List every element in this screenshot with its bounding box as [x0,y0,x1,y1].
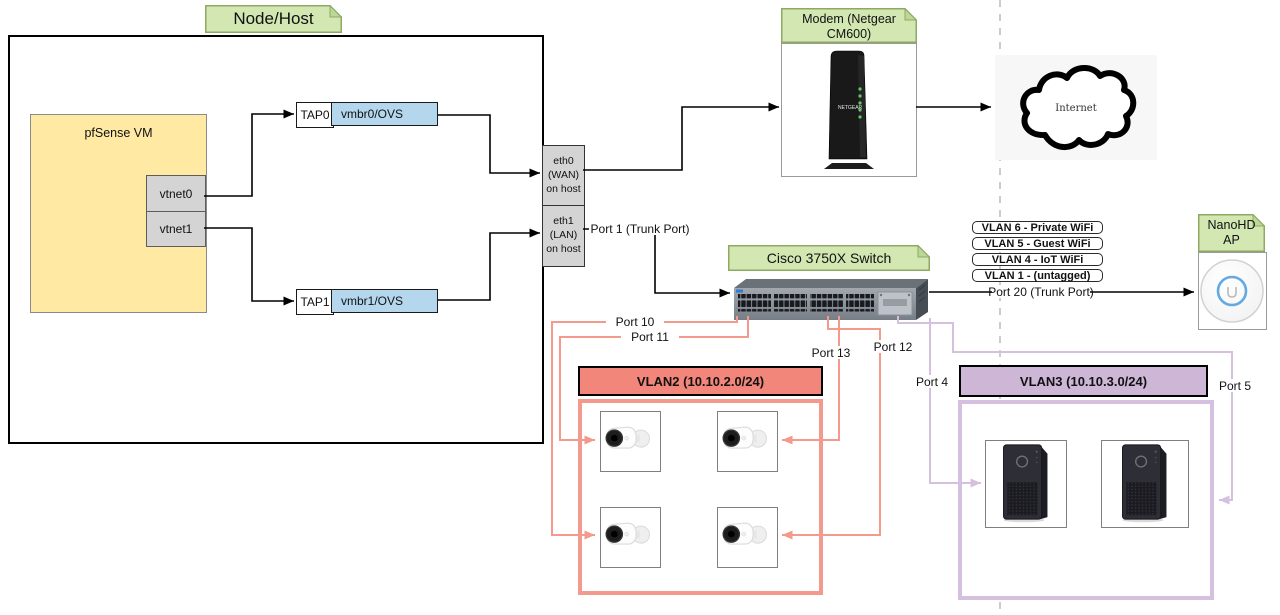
switch-tab: Cisco 3750X Switch [728,245,930,271]
vtnet0-interface: vtnet0 [146,175,206,212]
modem-title: Modem (Netgear CM600) [802,11,896,41]
port11-label: Port 11 [621,330,679,344]
internet-cloud-area: Internet [995,55,1157,160]
desktop-box-2 [1101,440,1189,528]
vlan-tag-4: VLAN 4 - IoT WiFi [972,253,1103,266]
camera-box-4 [717,507,778,568]
modem-image-box: NETGEAR [781,43,917,177]
vlan1-label: VLAN 1 - (untagged) [984,269,1091,282]
eth1-label: eth1 (LAN) on host [546,215,581,255]
tap1-box: TAP1 [296,289,334,315]
vmbr0-label: vmbr0/OVS [341,107,404,121]
tap0-label: TAP0 [300,108,330,122]
tap0-box: TAP0 [296,102,334,128]
port12-label: Port 12 [864,340,922,354]
port4-label: Port 4 [908,375,956,389]
access-point-icon [1200,259,1264,323]
folder-tab-icon [1198,214,1265,252]
edge-eth0-modem [583,102,779,171]
folder-tab-icon [205,5,342,33]
cloud-icon: Internet [1020,65,1137,150]
vtnet1-label: vtnet1 [159,222,193,236]
node-host-title: Node/Host [233,8,314,28]
vlan4-label: VLAN 4 - IoT WiFi [991,253,1084,266]
modem-tab: Modem (Netgear CM600) [781,8,917,43]
desktop-tower-icon [1122,444,1167,523]
internet-label: Internet [1055,103,1096,114]
edge-eth1-switch [583,228,730,298]
switch-title: Cisco 3750X Switch [766,249,892,266]
vlan6-label: VLAN 6 - Private WiFi [981,221,1094,234]
eth0-label: eth0 (WAN) on host [546,155,581,195]
vmbr1-ovs-box: vmbr1/OVS [331,289,438,313]
vlan2-header: VLAN2 (10.10.2.0/24) [578,366,823,396]
node-host-tab: Node/Host [205,5,342,33]
camera-box-1 [600,411,661,472]
vlan-tag-5: VLAN 5 - Guest WiFi [972,237,1103,250]
nanohd-ap-title: NanoHD AP [1207,218,1256,247]
vlan3-header: VLAN3 (10.10.3.0/24) [959,365,1208,397]
camera-icon [722,522,767,545]
vmbr1-label: vmbr1/OVS [341,294,404,308]
vtnet1-interface: vtnet1 [146,211,206,247]
vlan-tag-6: VLAN 6 - Private WiFi [972,221,1103,234]
port1-label: Port 1 (Trunk Port) [589,221,691,236]
nanohd-ap-tab: NanoHD AP [1198,214,1265,252]
switch-icon [734,279,928,320]
modem-brand-label: NETGEAR [838,105,863,111]
camera-icon [605,426,650,449]
port5-label: Port 5 [1211,379,1259,393]
vlan3-title: VLAN3 (10.10.3.0/24) [1019,373,1148,389]
camera-icon [722,426,767,449]
camera-box-2 [717,411,778,472]
port10-label: Port 10 [606,315,664,329]
vlan5-label: VLAN 5 - Guest WiFi [984,237,1091,250]
camera-box-3 [600,507,661,568]
camera-icon [605,522,650,545]
vtnet0-label: vtnet0 [159,186,193,201]
port13-label: Port 13 [802,346,860,360]
folder-tab-icon [781,8,917,43]
eth0-wan-box: eth0 (WAN) on host [542,145,585,207]
eth1-lan-box: eth1 (LAN) on host [542,205,585,267]
vmbr0-ovs-box: vmbr0/OVS [331,102,438,126]
vlan-tag-1: VLAN 1 - (untagged) [972,269,1103,282]
nanohd-ap-image-box [1198,252,1267,330]
desktop-tower-icon [1003,444,1048,523]
tap1-label: TAP1 [300,295,330,309]
modem-icon: NETGEAR [824,50,874,169]
vlan2-title: VLAN2 (10.10.2.0/24) [636,373,765,389]
desktop-box-1 [985,440,1067,528]
pfsense-vm-label: pfSense VM [84,126,153,140]
port20-label: Port 20 (Trunk Port) [988,284,1094,299]
